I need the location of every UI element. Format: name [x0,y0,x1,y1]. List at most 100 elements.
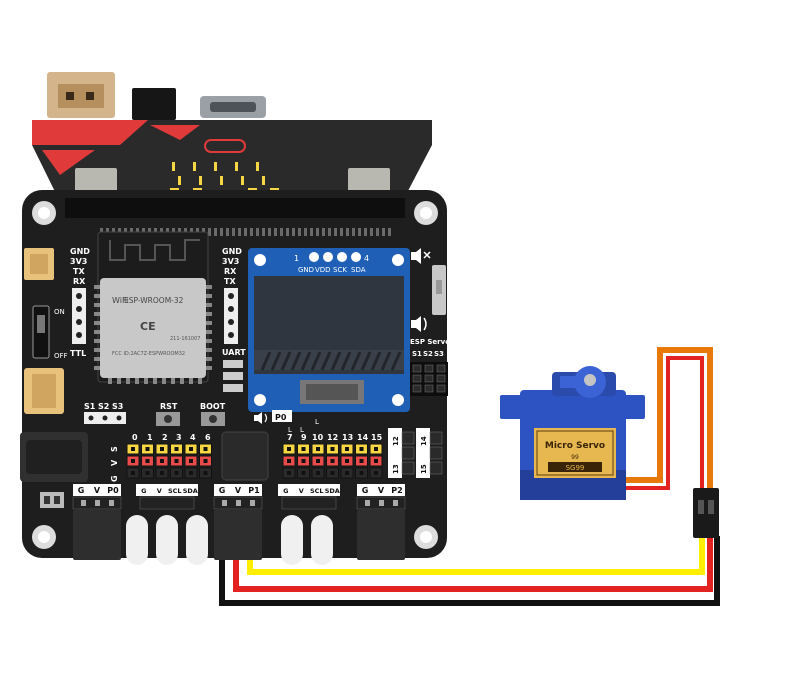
left-uart-header: GND 3V3 TX RX TTL [70,247,90,358]
svg-text:TX: TX [224,277,236,286]
oled-display: 1 4 GND VDD SCK SDA [248,248,410,412]
svg-text:L: L [300,426,304,434]
pin-numbers-right: 7 9 10 12 13 14 15 [287,433,383,442]
esp-servo-label: ESP Servo [410,338,450,346]
rst-label: RST [160,402,178,411]
speaker-mute-icon [411,248,431,264]
pin-headers-left [126,443,212,479]
side-pin-group: 12 13 14 15 [388,428,443,478]
edge-slot [65,198,405,218]
module-marks: CE [140,320,156,333]
bottom-port-label: V [378,486,385,495]
svg-text:4: 4 [190,433,196,442]
servo-label-line3: SG99 [566,464,585,472]
svg-text:GND: GND [298,266,314,274]
svg-text:L: L [315,418,319,426]
small-connector [40,492,64,508]
right-uart-header: GND 3V3 RX TX UART [222,247,246,392]
servo-connector [693,488,719,538]
svg-text:S3: S3 [112,402,123,411]
svg-text:1: 1 [147,433,153,442]
microbit-body [32,120,432,210]
module-brand: ESP-WROOM-32 [124,296,184,305]
s-buttons: S1 S2 S3 [84,402,126,424]
mounting-holes [32,201,438,549]
svg-text:3V3: 3V3 [222,257,239,266]
servo-cable [219,347,720,606]
bottom-port-label-strip [278,484,340,496]
bottom-port-label: G [362,486,369,495]
module-wifi: WiFi [112,296,128,305]
microbit-logo [204,139,246,153]
svg-text:S1: S1 [84,402,96,411]
ttl-label: TTL [70,349,86,358]
svg-text:6: 6 [205,433,211,442]
bottom-port-label: SCL [310,487,324,495]
microbit [32,72,432,210]
esp-servo-header [410,362,448,396]
svg-text:13: 13 [392,464,400,474]
bottom-port-label-strip [136,484,198,496]
svg-text:VDD: VDD [315,266,331,274]
svg-text:RX: RX [224,267,237,276]
svg-text:14: 14 [357,433,369,442]
svg-text:GND: GND [70,247,90,256]
bottom-port-label: V [94,486,101,495]
esp32-module: WiFi ESP-WROOM-32 CE 211-161007 FCC ID:2… [94,231,212,384]
svg-text:9: 9 [301,433,307,442]
svg-text:3: 3 [176,433,182,442]
bottom-port-label: G [219,486,226,495]
svg-text:SCK: SCK [333,266,347,274]
servo-connector-slot-2 [708,500,714,514]
svg-text:GND: GND [222,247,242,256]
bottom-port-label: V [299,487,304,495]
module-fcc: FCC ID:2AC7Z-ESPWROOM32 [112,351,185,357]
svg-text:12: 12 [392,436,400,446]
svg-text:3V3: 3V3 [70,257,87,266]
servo-label-line2: 99 [571,454,579,461]
bottom-port-label: SDA [325,487,340,495]
svg-text:15: 15 [420,464,428,474]
regulator [221,431,269,481]
svg-text:10: 10 [312,433,324,442]
svg-text:TX: TX [73,267,85,276]
svg-text:G: G [110,475,119,482]
svg-text:15: 15 [371,433,383,442]
on-label: ON [54,308,65,316]
expansion-board: ON OFF GND 3V3 TX RX TTL WiFi ESP-WROOM-… [20,190,450,565]
oled-pin-first: 1 [294,254,299,263]
svg-text:S3: S3 [434,350,444,358]
micro-servo: Micro Servo 99 SG99 [500,366,645,500]
svg-text:7: 7 [287,433,293,442]
svg-text:0: 0 [132,433,138,442]
boot-label: BOOT [200,402,226,411]
bottom-port-label: P0 [107,486,119,495]
bottom-port-label-strip [214,484,262,496]
servo-connector-slot-1 [698,500,704,514]
servo-label-line1: Micro Servo [545,441,605,451]
wire-servo-red [626,356,704,490]
uart-label: UART [222,348,246,357]
wire-servo-orange [626,347,713,490]
bottom-port-label: V [235,486,242,495]
bottom-port-label-strip [73,484,121,496]
svg-text:S: S [110,446,119,452]
pin-numbers-left: 0 1 2 3 4 6 [132,433,211,442]
reset-button [132,88,176,120]
module-code: 211-161007 [170,336,200,342]
module-castellations [94,285,212,384]
pin-headers-right [282,443,383,479]
bottom-white-pills [126,515,333,565]
bottom-port-label: G [283,487,288,495]
bottom-black-sockets [73,510,405,560]
bottom-port-label: P1 [248,486,260,495]
bottom-port-label: P2 [391,486,402,495]
svg-text:12: 12 [327,433,338,442]
bottom-port-label: SDA [183,487,198,495]
bottom-port-label: G [141,487,146,495]
wire-black [219,536,720,606]
off-label: OFF [54,352,68,360]
